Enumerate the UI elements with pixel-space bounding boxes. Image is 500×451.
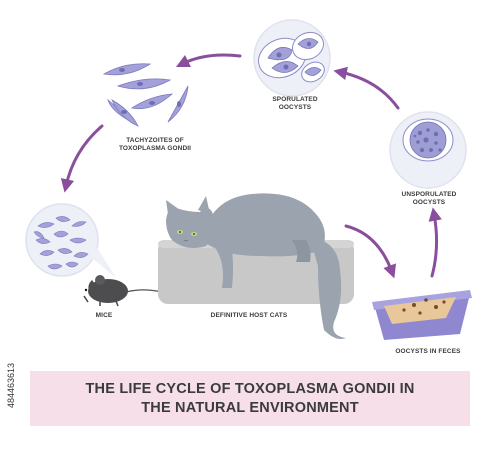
title-line1: THE LIFE CYCLE OF TOXOPLASMA GONDII IN bbox=[85, 380, 415, 397]
cats-label: DEFINITIVE HOST CATS bbox=[210, 312, 288, 319]
unsporulated-oocysts-illustration bbox=[389, 111, 467, 189]
cat-illustration bbox=[166, 193, 346, 339]
sporulated-label-line2: OOCYSTS bbox=[278, 104, 312, 111]
stock-id: 484463613 bbox=[6, 362, 16, 408]
feces-label: OOCYSTS IN FECES bbox=[395, 348, 461, 355]
unsporulated-label-line1: UNSPORULATED bbox=[401, 191, 457, 198]
mouse-infection-bubble bbox=[25, 203, 116, 278]
sporulated-label: SPORULATED OOCYSTS bbox=[252, 96, 338, 112]
title-line2: THE NATURAL ENVIRONMENT bbox=[141, 399, 359, 416]
sporulated-label-line1: SPORULATED bbox=[272, 96, 318, 103]
tachyzoites-label-line1: TACHYZOITES OF bbox=[126, 137, 184, 144]
arrow-tachyzoites-to-mice bbox=[60, 124, 104, 193]
arrow-feces-to-unsporulated bbox=[428, 207, 442, 278]
tachyzoites-label-line2: TOXOPLASMA GONDII bbox=[118, 145, 192, 152]
litter-box-illustration bbox=[372, 290, 472, 340]
unsporulated-label: UNSPORULATED OOCYSTS bbox=[383, 191, 475, 207]
mice-label: MICE bbox=[95, 312, 113, 319]
arrow-cat-to-feces bbox=[344, 224, 396, 279]
tachyzoites-illustration bbox=[102, 63, 189, 127]
cycle-arrows bbox=[60, 53, 442, 279]
arrow-unsporulated-to-sporulated bbox=[333, 66, 400, 110]
unsporulated-label-line2: OOCYSTS bbox=[412, 199, 446, 206]
arrow-sporulated-to-tachyzoites bbox=[175, 53, 242, 68]
sporulated-oocysts-illustration bbox=[253, 19, 331, 97]
title-banner: THE LIFE CYCLE OF TOXOPLASMA GONDII IN T… bbox=[30, 371, 470, 426]
tachyzoites-label: TACHYZOITES OF TOXOPLASMA GONDII bbox=[105, 137, 205, 153]
